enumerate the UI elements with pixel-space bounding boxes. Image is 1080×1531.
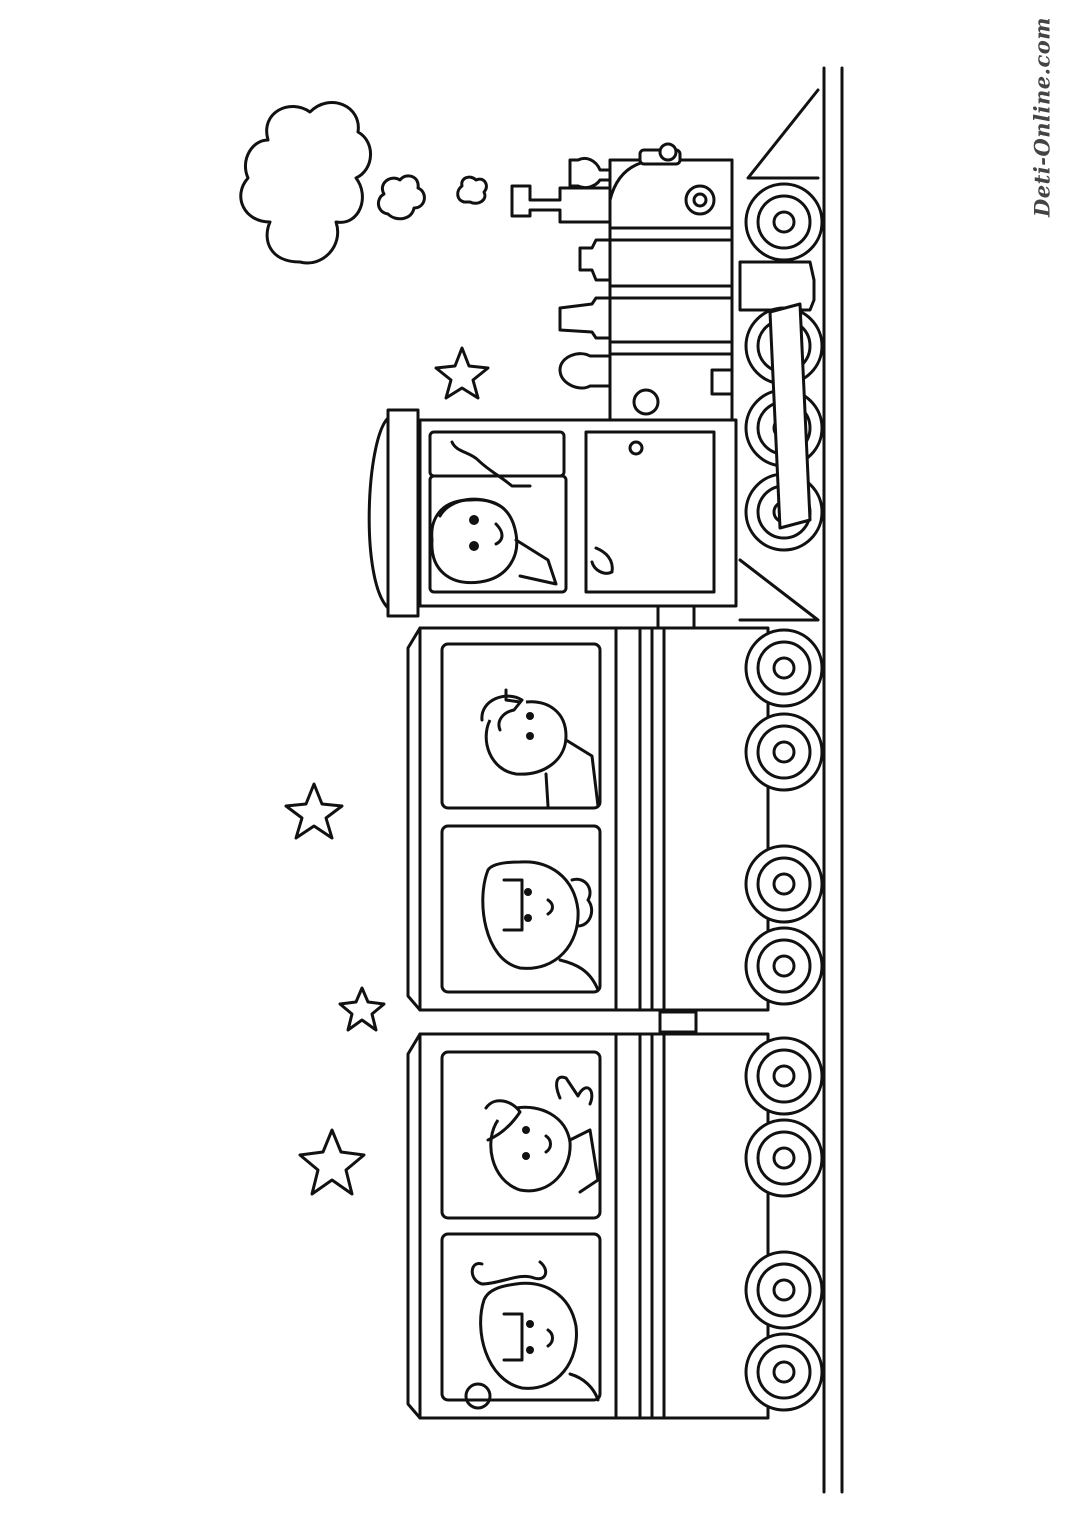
window bbox=[440, 1050, 602, 1220]
coupler bbox=[656, 604, 696, 630]
passenger-waving-figure bbox=[484, 1075, 600, 1194]
cowcatcher bbox=[746, 88, 820, 180]
chimney bbox=[510, 184, 612, 224]
star-icon bbox=[284, 782, 344, 840]
driver-figure bbox=[430, 440, 614, 586]
window bbox=[440, 824, 602, 994]
cab-door bbox=[584, 430, 716, 594]
coupling-rod bbox=[768, 302, 812, 530]
passenger-bear-figure bbox=[464, 1260, 600, 1410]
window bbox=[440, 642, 602, 810]
loco-wheels bbox=[744, 182, 824, 552]
star-icon bbox=[298, 1128, 366, 1196]
watermark-text: Deti-Online.com bbox=[1029, 17, 1055, 217]
cloud-icon bbox=[239, 101, 372, 265]
locomotive bbox=[367, 88, 824, 622]
watermark: Deti-Online.com bbox=[1028, 17, 1056, 217]
passenger-girl-figure bbox=[481, 860, 600, 992]
smoke-puff-icon bbox=[456, 175, 488, 205]
carriage-2 bbox=[406, 1032, 824, 1420]
star-icon bbox=[434, 346, 490, 400]
coupler bbox=[658, 1010, 698, 1034]
star-icon bbox=[338, 986, 386, 1032]
passenger-cap-figure bbox=[480, 688, 600, 808]
stars bbox=[284, 346, 490, 1196]
cab-roof bbox=[386, 408, 420, 618]
window bbox=[440, 1232, 602, 1402]
smoke-puff-icon bbox=[377, 174, 426, 221]
carriage-1 bbox=[406, 626, 824, 1012]
